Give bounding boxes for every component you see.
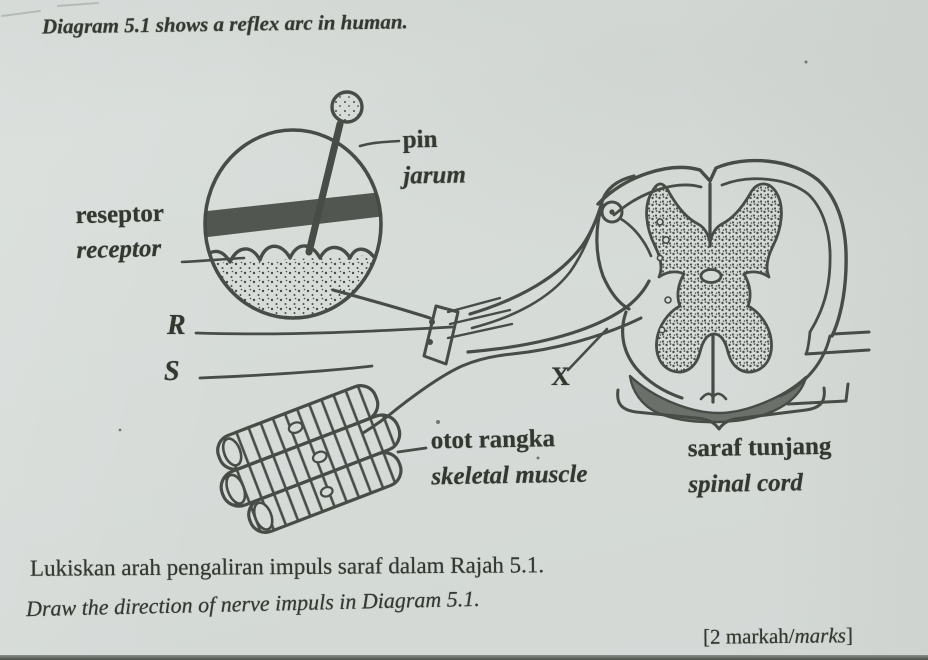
pin-shaft (305, 120, 344, 256)
label-muscle-en: skeletal muscle (431, 460, 588, 491)
label-r: R (167, 310, 186, 341)
label-x: X (551, 362, 570, 391)
skeletal-muscle-illustration (216, 384, 403, 534)
question-malay: Lukiskan arah pengaliran impuls saraf da… (29, 552, 545, 581)
central-canal (699, 268, 723, 284)
label-spinal-cord-ms: saraf tunjang (687, 432, 832, 463)
pin-illustration (305, 90, 364, 256)
label-receptor-en: receptor (76, 234, 162, 265)
pin-head (330, 90, 364, 124)
spinal-cord-cross-section (595, 158, 871, 424)
label-pin-en: jarum (403, 161, 467, 190)
page-bottom-edge-shadow (0, 655, 928, 660)
sensory-neuron-path (468, 174, 636, 316)
marks-allocation: [2 markah/marks] (703, 623, 853, 650)
muscle-leader-line (396, 446, 428, 454)
pin-leader-line (358, 139, 401, 148)
nerve-sheath-collar (422, 296, 514, 366)
page-crease-marks (1, 2, 99, 17)
label-receptor: reseptor receptor (75, 196, 165, 268)
receptor-stipple-region (205, 254, 381, 318)
label-s: S (164, 356, 180, 387)
r-leader-line (194, 325, 454, 336)
label-spinal-cord-en: spinal cord (688, 469, 804, 499)
label-skeletal-muscle: otot rangka skeletal muscle (430, 421, 587, 496)
diagram-caption: Diagram 5.1 shows a reflex arc in human. (41, 9, 408, 39)
label-pin: pin jarum (402, 121, 466, 194)
marks-word-italic: marks (794, 623, 847, 648)
motor-neuron-path (361, 316, 643, 435)
scan-noise-dots (118, 60, 808, 460)
marks-suffix: ] (845, 623, 854, 648)
receptor-leader-line (180, 256, 246, 264)
s-leader-line (198, 364, 374, 380)
marks-prefix: [2 markah/ (702, 623, 795, 649)
receptor-skin-circle (203, 128, 383, 320)
label-receptor-ms: reseptor (75, 199, 165, 230)
label-pin-ms: pin (402, 125, 438, 154)
label-spinal-cord: saraf tunjang spinal cord (687, 429, 832, 503)
label-muscle-ms: otot rangka (430, 425, 556, 455)
skin-surface-band (205, 191, 381, 238)
spinal-cord-brace (616, 386, 826, 431)
